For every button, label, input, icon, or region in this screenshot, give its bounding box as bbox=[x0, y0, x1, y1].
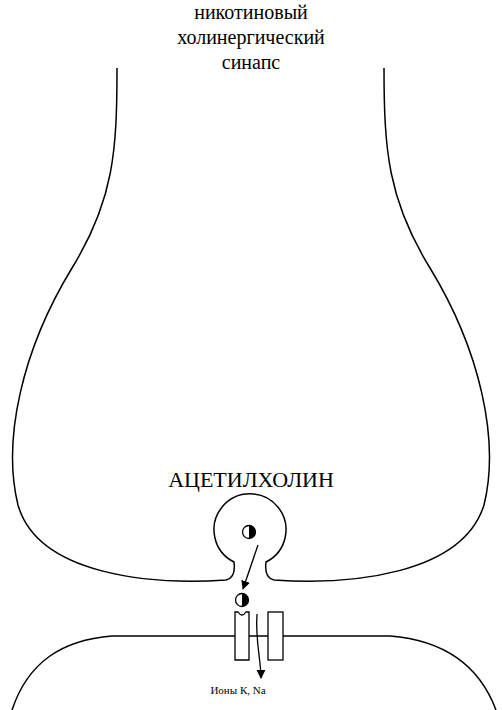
ion-label: Ионы К, Na bbox=[210, 684, 265, 696]
acetylcholine-molecule bbox=[243, 526, 256, 539]
receptor-subunit bbox=[268, 612, 283, 660]
diagram-title: никотиновый холинергический синапс bbox=[160, 0, 342, 75]
presynaptic-membrane bbox=[13, 68, 490, 581]
substance-label: АЦЕТИЛХОЛИН bbox=[168, 467, 334, 493]
acetylcholine-molecule bbox=[236, 594, 249, 607]
release-arrow bbox=[243, 545, 258, 589]
ion-flow-arrow bbox=[257, 614, 261, 678]
receptor-subunit bbox=[235, 612, 249, 660]
postsynaptic-membrane bbox=[12, 636, 496, 710]
